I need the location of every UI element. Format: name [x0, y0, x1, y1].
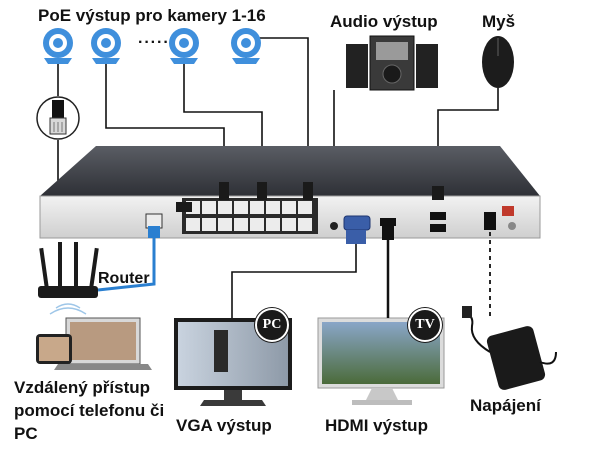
camera-dots: ····· [138, 34, 170, 51]
tv-badge: TV [408, 308, 442, 342]
monitor-icon [174, 318, 292, 406]
hdmi-plug [382, 226, 394, 240]
monitor-icon [317, 317, 445, 405]
speaker-icon [346, 35, 438, 91]
router-icon [38, 242, 99, 298]
pc-badge: PC [255, 308, 289, 342]
camera-icon [43, 28, 73, 64]
vga-output-label: VGA výstup [176, 416, 272, 435]
router-label: Router [98, 270, 150, 287]
camera-icon [169, 28, 199, 64]
ethernet-plugs [176, 182, 444, 212]
power-adapter-icon [462, 306, 557, 390]
router-cable [97, 230, 156, 292]
wifi-icon [49, 303, 87, 315]
router-plug [148, 226, 160, 238]
rj45-connector-icon [36, 96, 80, 140]
nvr-device [39, 146, 541, 239]
laptop-icon [54, 317, 152, 370]
camera-icon [231, 28, 261, 64]
poe-output-label: PoE výstup pro kamery 1-16 [38, 6, 266, 25]
vga-cable [231, 232, 357, 318]
audio-output-label: Audio výstup [330, 12, 438, 31]
phone-icon [36, 334, 72, 364]
mouse-label: Myš [482, 12, 516, 31]
hdmi-output-label: HDMI výstup [325, 416, 428, 435]
mouse-icon [482, 36, 514, 88]
camera-icon [91, 28, 121, 64]
remote-access-label: Vzdálený přístup pomocí telefonu či PC [14, 378, 165, 443]
vga-plug [346, 230, 366, 244]
power-label: Napájení [470, 396, 541, 415]
